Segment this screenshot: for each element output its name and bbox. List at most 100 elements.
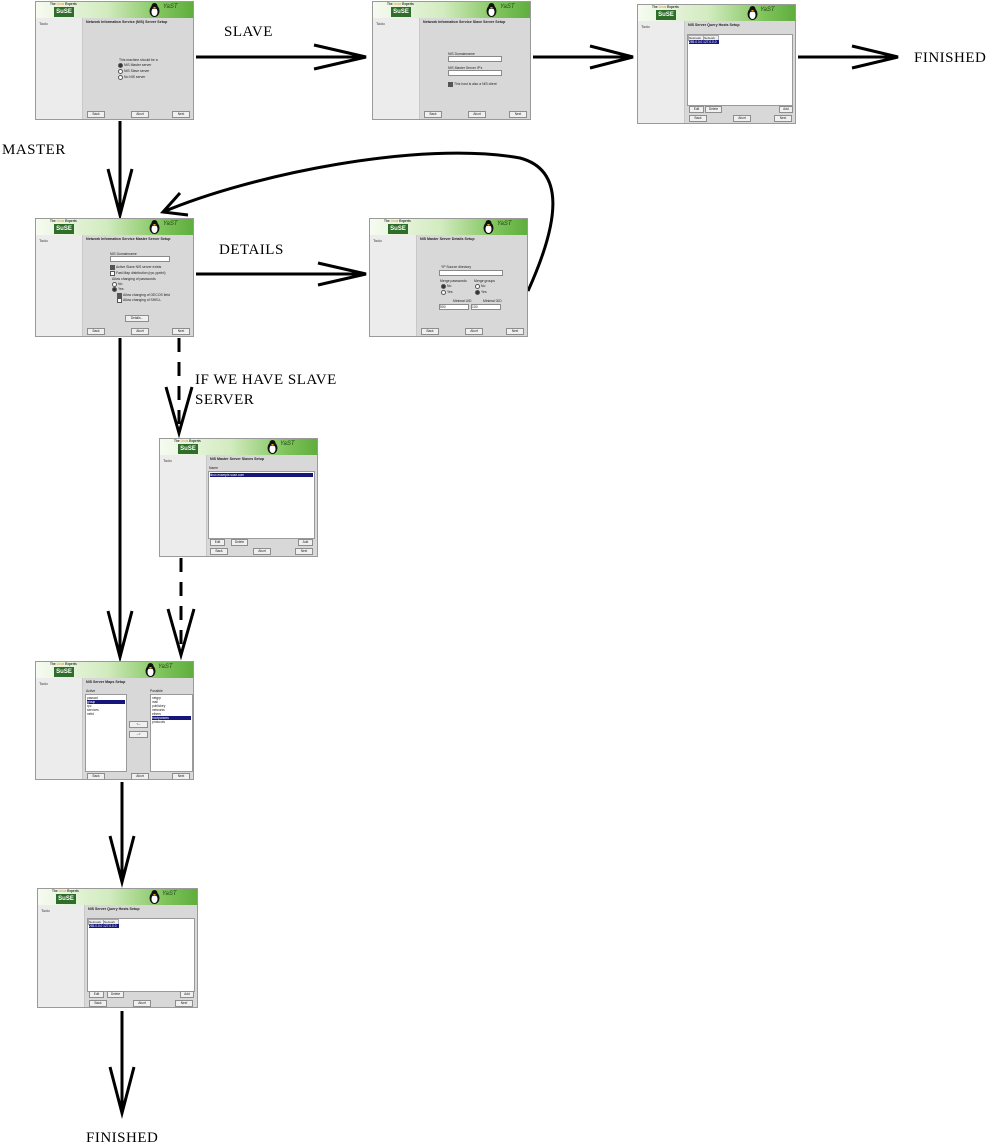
radio-yes[interactable] xyxy=(112,287,117,292)
yast-banner: The Linux Experts SuSE YaST xyxy=(160,439,317,455)
nis-client-checkbox[interactable] xyxy=(448,82,453,87)
col-name: Name xyxy=(209,466,219,470)
gecos-checkbox[interactable] xyxy=(117,293,122,298)
list-item[interactable]: linux.example.suse.com xyxy=(210,473,313,477)
label-slave: SLAVE xyxy=(224,24,273,40)
abort-button[interactable]: Abort xyxy=(253,548,271,555)
back-button[interactable]: Back xyxy=(89,1000,107,1007)
suse-logo: SuSE xyxy=(178,444,198,454)
yast-banner: The Linux Experts SuSE YaST xyxy=(638,5,795,21)
nis-client-label: This host is also a NIS client xyxy=(454,82,497,86)
radio-nis-master[interactable] xyxy=(118,63,123,68)
merge-pw-yes-radio[interactable] xyxy=(441,290,446,295)
edit-button[interactable]: Edit xyxy=(689,106,704,113)
yp-dir-input[interactable] xyxy=(439,270,503,276)
help-panel: Todo xyxy=(36,678,83,779)
main-panel: NIS Master Server Details Setup YP Sourc… xyxy=(417,235,527,336)
merge-grp-yes-radio[interactable] xyxy=(475,290,480,295)
screen-slave-server-setup: The Linux Experts SuSE YaST Todo Network… xyxy=(372,1,531,120)
suse-logo: SuSE xyxy=(54,667,74,677)
abort-button[interactable]: Abort xyxy=(131,111,149,118)
min-gid-label: Minimal GID xyxy=(483,299,502,303)
edit-button[interactable]: Edit xyxy=(89,991,104,998)
table-row[interactable]: 255.0.0.0 127.0.0.0 xyxy=(689,40,719,44)
list-item[interactable]: protocols xyxy=(152,720,165,724)
list-item[interactable]: netgrp xyxy=(152,696,162,700)
back-button[interactable]: Back xyxy=(87,328,105,335)
tagline: The Linux Experts xyxy=(50,662,77,666)
add-map-button[interactable]: <-- xyxy=(129,721,148,728)
abort-button[interactable]: Abort xyxy=(131,328,149,335)
next-button[interactable]: Next xyxy=(172,328,190,335)
abort-button[interactable]: Abort xyxy=(465,328,483,335)
back-button[interactable]: Back xyxy=(87,773,105,779)
page-title: Network Information Service Master Serve… xyxy=(86,237,171,241)
fast-map-checkbox[interactable] xyxy=(110,271,115,276)
merge-grp-label: Merge groups xyxy=(474,279,495,283)
next-button[interactable]: Next xyxy=(175,1000,193,1007)
add-button[interactable]: Add xyxy=(180,991,194,998)
domain-input[interactable] xyxy=(448,56,502,62)
delete-button[interactable]: Delete xyxy=(107,991,124,998)
details-button[interactable]: Details... xyxy=(125,315,149,322)
next-button[interactable]: Next xyxy=(295,548,313,555)
list-item[interactable]: networks xyxy=(152,708,165,712)
main-panel: Network Information Service Slave Server… xyxy=(420,18,530,119)
active-slave-checkbox[interactable] xyxy=(110,265,115,270)
next-button[interactable]: Next xyxy=(774,115,792,122)
next-button[interactable]: Next xyxy=(172,111,190,118)
help-panel: Todo xyxy=(38,905,85,1007)
list-item[interactable]: publickey xyxy=(152,704,166,708)
back-button[interactable]: Back xyxy=(424,111,442,118)
delete-button[interactable]: Delete xyxy=(231,539,248,546)
radio-no[interactable] xyxy=(112,282,117,287)
table-row[interactable]: 255.0.0.0 127.0.0.0 xyxy=(89,924,119,928)
list-item[interactable]: rpc xyxy=(87,704,92,708)
back-button[interactable]: Back xyxy=(421,328,439,335)
delete-button[interactable]: Delete xyxy=(705,106,722,113)
yast-banner: The Linux Experts SuSE YaST xyxy=(36,2,193,18)
min-gid-spinbox[interactable]: 100 xyxy=(471,304,501,310)
radio-label: No xyxy=(481,284,486,288)
next-button[interactable]: Next xyxy=(509,111,527,118)
radio-label: Yes xyxy=(481,290,487,294)
query-hosts-table[interactable]: Netmask Network 255.0.0.0 127.0.0.0 xyxy=(87,918,195,992)
master-ip-input[interactable] xyxy=(448,70,502,76)
abort-button[interactable]: Abort xyxy=(468,111,486,118)
option-label: No NIS server xyxy=(124,75,146,79)
list-item[interactable]: netid xyxy=(87,712,94,716)
shell-checkbox[interactable] xyxy=(117,298,122,303)
abort-button[interactable]: Abort xyxy=(133,1000,151,1007)
back-button[interactable]: Back xyxy=(87,111,105,118)
abort-button[interactable]: Abort xyxy=(131,773,149,779)
add-button[interactable]: Add xyxy=(298,539,313,546)
list-item[interactable]: ethers xyxy=(152,712,161,716)
query-hosts-table[interactable]: Netmask Network 255.0.0.0 127.0.0.0 xyxy=(687,34,793,106)
list-item[interactable]: group xyxy=(87,700,125,704)
list-item[interactable]: passwd xyxy=(87,696,98,700)
list-item[interactable]: mail xyxy=(152,700,158,704)
back-button[interactable]: Back xyxy=(210,548,228,555)
min-uid-spinbox[interactable]: 500 xyxy=(439,304,469,310)
edit-button[interactable]: Edit xyxy=(210,539,225,546)
merge-grp-no-radio[interactable] xyxy=(475,284,480,289)
remove-map-button[interactable]: --> xyxy=(129,731,148,738)
next-button[interactable]: Next xyxy=(172,773,190,779)
abort-button[interactable]: Abort xyxy=(733,115,751,122)
back-button[interactable]: Back xyxy=(689,115,707,122)
merge-pw-no-radio[interactable] xyxy=(441,284,446,289)
list-item[interactable]: bootparams xyxy=(152,716,191,720)
next-button[interactable]: Next xyxy=(506,328,524,335)
help-panel: Todo xyxy=(160,455,207,556)
yast-logo: YaST xyxy=(163,4,178,10)
domain-input[interactable] xyxy=(110,256,170,262)
radio-nis-slave[interactable] xyxy=(118,69,123,74)
radio-no-nis[interactable] xyxy=(118,75,123,80)
add-button[interactable]: Add xyxy=(779,106,793,113)
list-item[interactable]: services xyxy=(87,708,99,712)
slaves-list[interactable]: linux.example.suse.com xyxy=(208,471,315,539)
arrow-details-back-to-master xyxy=(162,151,555,292)
active-label: Active xyxy=(86,689,96,693)
